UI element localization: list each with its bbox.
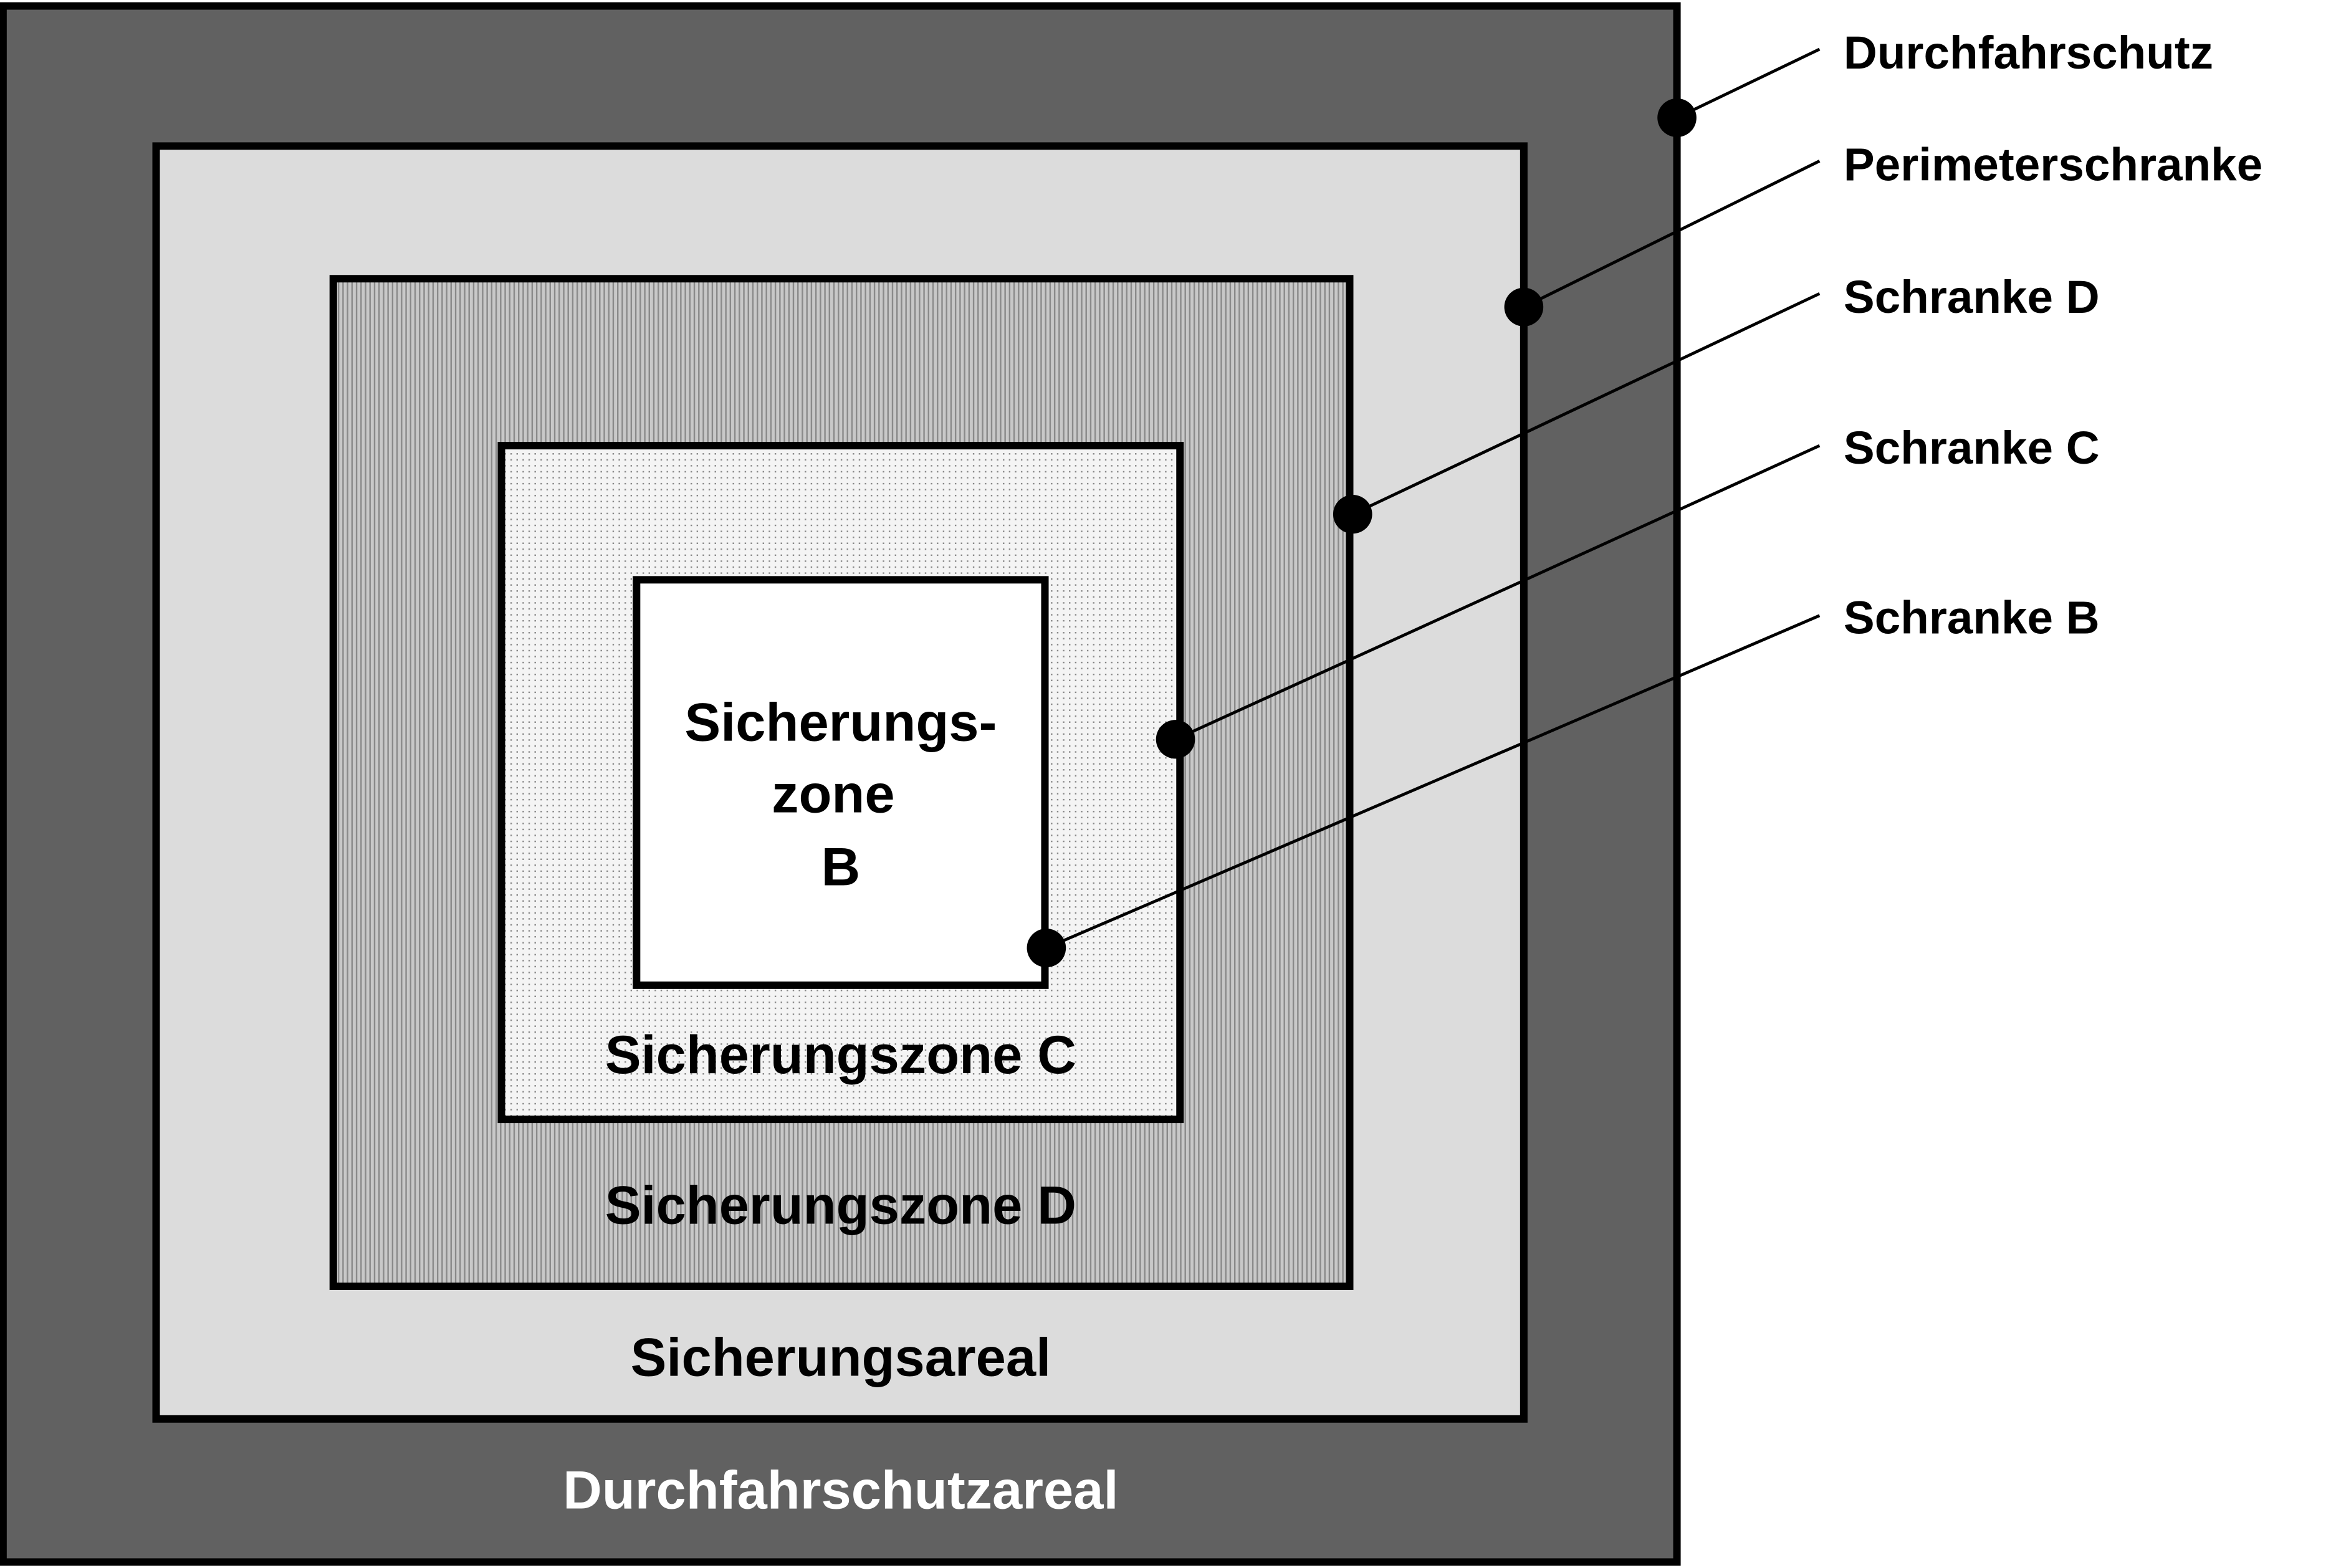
label-schranke-d: Schranke D	[1844, 271, 2100, 323]
marker-schranke-c	[1156, 720, 1195, 759]
marker-schranke-d	[1333, 495, 1372, 534]
zone-d-label: Sicherungszone D	[605, 1176, 1076, 1236]
zone-b-label-line3: B	[821, 838, 861, 897]
leader-schranke-b	[1045, 614, 1821, 950]
marker-perimeterschranke	[1504, 287, 1544, 327]
zone-b-label-line1: Sicherungs-	[684, 693, 997, 753]
marker-schranke-b	[1027, 928, 1066, 968]
marker-durchfahrschutz	[1657, 98, 1697, 138]
label-perimeterschranke: Perimeterschranke	[1844, 139, 2262, 191]
zone-c-label: Sicherungszone C	[605, 1025, 1076, 1085]
leader-schranke-d	[1352, 292, 1821, 516]
label-schranke-b: Schranke B	[1844, 592, 2100, 644]
zone-b-area	[633, 576, 1049, 989]
durchfahrschutzareal-label: Durchfahrschutzareal	[563, 1461, 1118, 1521]
leader-durchfahrschutz	[1676, 47, 1821, 120]
leader-lines	[1045, 47, 1821, 950]
sicherungsareal-label: Sicherungsareal	[631, 1328, 1051, 1388]
leader-perimeterschranke	[1523, 160, 1821, 308]
label-durchfahrschutz: Durchfahrschutz	[1844, 27, 2213, 79]
leader-schranke-c	[1175, 444, 1821, 741]
zone-b-label-line2: zone	[772, 765, 894, 825]
label-schranke-c: Schranke C	[1844, 422, 2100, 474]
